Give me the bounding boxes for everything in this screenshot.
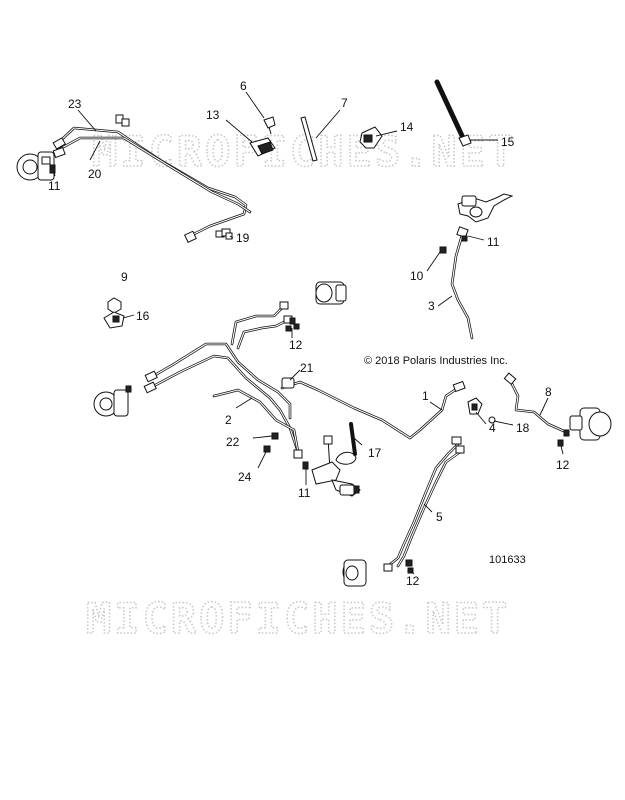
callout-5: 5: [436, 510, 443, 524]
callout-6: 6: [240, 79, 247, 93]
part-6-screw: [263, 116, 276, 135]
brake-line-1: [280, 380, 466, 440]
watermark-bottom: MICROFICHES.NET: [86, 594, 510, 643]
caliper-front-left: [16, 151, 55, 181]
callout-22: 22: [226, 435, 240, 449]
callout-11: 11: [48, 179, 61, 193]
brake-line-3: [439, 226, 474, 340]
callout-10: 10: [410, 269, 424, 283]
callout-12: 12: [289, 338, 303, 352]
callout-3: 3: [428, 299, 435, 313]
part-18-fitting: [488, 416, 496, 424]
callout-23: 23: [68, 97, 82, 111]
part-13-clip: [249, 137, 276, 157]
callout-4: 4: [489, 421, 496, 435]
caliper-front-right: [315, 281, 347, 305]
callout-18: 18: [516, 421, 530, 435]
part-15-rod: [434, 79, 472, 147]
callout-15: 15: [501, 135, 515, 149]
brake-line-5: [383, 436, 465, 574]
callout-12: 12: [556, 458, 570, 472]
caliper-rear-left: [93, 385, 132, 417]
part-14-clip: [359, 126, 383, 149]
callout-13: 13: [206, 108, 220, 122]
callout-11: 11: [298, 486, 311, 500]
watermark-top: MICROFICHES.NET: [92, 127, 516, 176]
part-12-fitting-right: [557, 439, 564, 447]
part-22-fastener: [271, 432, 279, 440]
part-4-clip: [467, 397, 483, 415]
copyright-text: © 2018 Polaris Industries Inc.: [364, 355, 508, 367]
callout-20: 20: [88, 167, 102, 181]
callout-11: 11: [487, 235, 500, 249]
part-7-rod: [300, 116, 318, 162]
callout-7: 7: [341, 96, 348, 110]
callout-2: 2: [225, 413, 232, 427]
diagram-number: 101633: [489, 554, 526, 566]
callout-14: 14: [400, 120, 414, 134]
brake-line-2: [143, 301, 303, 459]
caliper-lower: [342, 559, 367, 587]
callout-12: 12: [406, 574, 420, 588]
part-9-nut: [107, 297, 122, 314]
callout-16: 16: [136, 309, 150, 323]
callout-labels: 23 20 11 6 13 7 14 15 19 11 10 3 9 16 12…: [48, 79, 570, 588]
master-cylinder-center: [311, 435, 361, 497]
caliper-rear-right: [563, 407, 612, 441]
part-11-bolt-center: [302, 461, 309, 470]
part-24-fastener: [263, 445, 271, 453]
part-16-clip: [103, 311, 125, 329]
callout-21: 21: [300, 361, 314, 375]
callout-19: 19: [236, 231, 250, 245]
brake-line-8: [503, 372, 568, 434]
callout-1: 1: [422, 389, 429, 403]
callout-9: 9: [121, 270, 128, 284]
callout-17: 17: [368, 446, 382, 460]
leader-lines: [53, 91, 564, 575]
callout-8: 8: [545, 385, 552, 399]
brake-line-assembly-23: [16, 114, 252, 243]
master-cylinder-rear: [457, 193, 514, 223]
part-17-spring: [335, 422, 357, 465]
callout-24: 24: [238, 470, 252, 484]
